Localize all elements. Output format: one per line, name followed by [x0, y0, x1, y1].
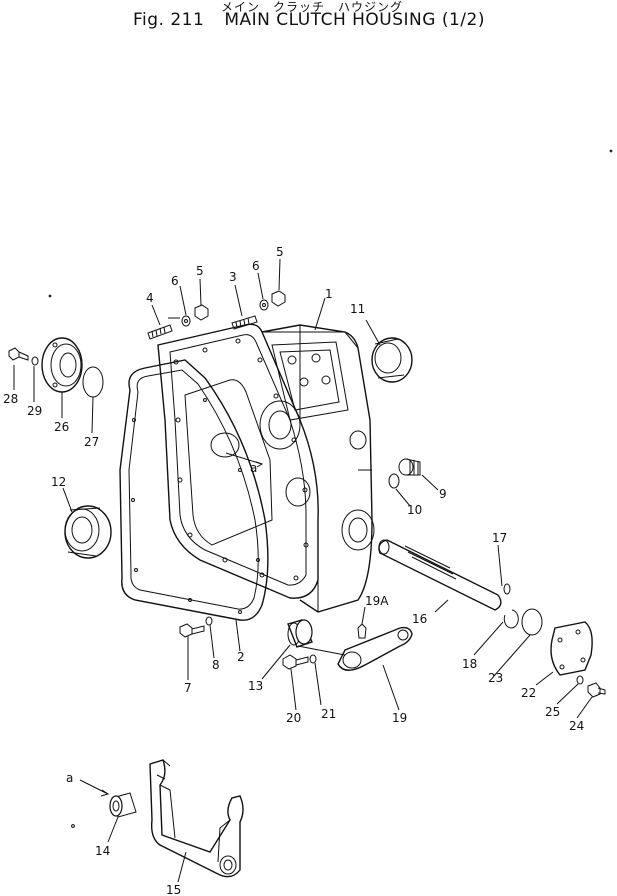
washer-25 — [576, 675, 584, 685]
shaft-16 — [378, 539, 502, 611]
bearing-12 — [64, 505, 112, 559]
callout-labels: 1 2 3 4 5 5 6 6 7 8 9 10 11 12 13 14 15 … — [3, 245, 584, 896]
callout-24: 24 — [569, 719, 584, 733]
seal-11 — [371, 337, 413, 383]
main-clutch-housing — [157, 323, 375, 613]
washer-8 — [205, 616, 213, 626]
grease-nipple-19a — [357, 623, 367, 639]
callout-5b: 5 — [276, 245, 284, 259]
plug-9 — [398, 458, 421, 476]
japanese-title: メイン クラッチ ハウジング — [221, 0, 404, 14]
figure-title: Fig. 211 MAIN CLUTCH HOUSING (1/2) — [133, 10, 485, 30]
callout-6b: 6 — [252, 259, 260, 273]
bolt-20 — [282, 654, 309, 670]
washer-6a — [181, 315, 191, 327]
clutch-yoke-15 — [149, 759, 244, 878]
callout-18: 18 — [462, 657, 477, 671]
callout-8: 8 — [212, 658, 220, 672]
key-17 — [503, 583, 511, 595]
bushing-13 — [287, 619, 313, 648]
callout-4: 4 — [146, 291, 154, 305]
callout-29: 29 — [27, 404, 42, 418]
callout-23: 23 — [488, 671, 503, 685]
cover-22 — [550, 621, 593, 676]
callout-25: 25 — [545, 705, 560, 719]
o-ring-10 — [388, 473, 400, 489]
callout-26: 26 — [54, 420, 69, 434]
callout-27: 27 — [84, 435, 99, 449]
washer-29 — [31, 356, 39, 366]
bolt-28 — [8, 347, 29, 361]
housing-gasket — [119, 359, 269, 621]
washer-21 — [309, 654, 317, 664]
callout-16: 16 — [412, 612, 427, 626]
washer-6b — [259, 299, 269, 311]
flange-bolt-holes — [173, 338, 309, 581]
stray-dot — [71, 824, 75, 828]
stray-dot-3 — [609, 149, 613, 153]
cover-26 — [41, 337, 83, 393]
callout-13: 13 — [248, 679, 263, 693]
callout-9: 9 — [439, 487, 447, 501]
bolt-7 — [179, 623, 205, 638]
callout-19: 19 — [392, 711, 407, 725]
reference-mark-a-lower: a — [66, 771, 73, 785]
callout-1: 1 — [325, 287, 333, 301]
callout-15: 15 — [166, 883, 181, 896]
stud-3 — [231, 315, 258, 330]
o-ring-27 — [82, 366, 104, 398]
lever-19 — [337, 626, 413, 671]
callout-20: 20 — [286, 711, 301, 725]
snap-ring-18 — [503, 609, 519, 629]
callout-14: 14 — [95, 844, 110, 858]
leader-lines — [13, 258, 593, 883]
callout-28: 28 — [3, 392, 18, 406]
callout-5a: 5 — [196, 264, 204, 278]
stray-dot-2 — [48, 294, 52, 298]
o-ring-23 — [521, 608, 543, 636]
callout-10: 10 — [407, 503, 422, 517]
stud-4 — [147, 324, 173, 340]
callout-3: 3 — [229, 270, 237, 284]
callout-19a: 19A — [365, 594, 389, 608]
callout-7: 7 — [184, 681, 192, 695]
reference-mark-a-upper: a — [250, 461, 257, 475]
callout-2: 2 — [237, 650, 245, 664]
callout-11: 11 — [350, 302, 365, 316]
nut-5b — [271, 290, 286, 307]
callout-17: 17 — [492, 531, 507, 545]
callout-22: 22 — [521, 686, 536, 700]
bolt-24 — [587, 682, 606, 698]
bushing-14 — [109, 792, 137, 818]
nut-5a — [194, 304, 209, 321]
callout-6a: 6 — [171, 274, 179, 288]
callout-12: 12 — [51, 475, 66, 489]
figure-caption: MAIN CLUTCH HOUSING (1/2) — [224, 10, 485, 30]
callout-21: 21 — [321, 707, 336, 721]
figure-number: Fig. 211 — [133, 10, 205, 30]
